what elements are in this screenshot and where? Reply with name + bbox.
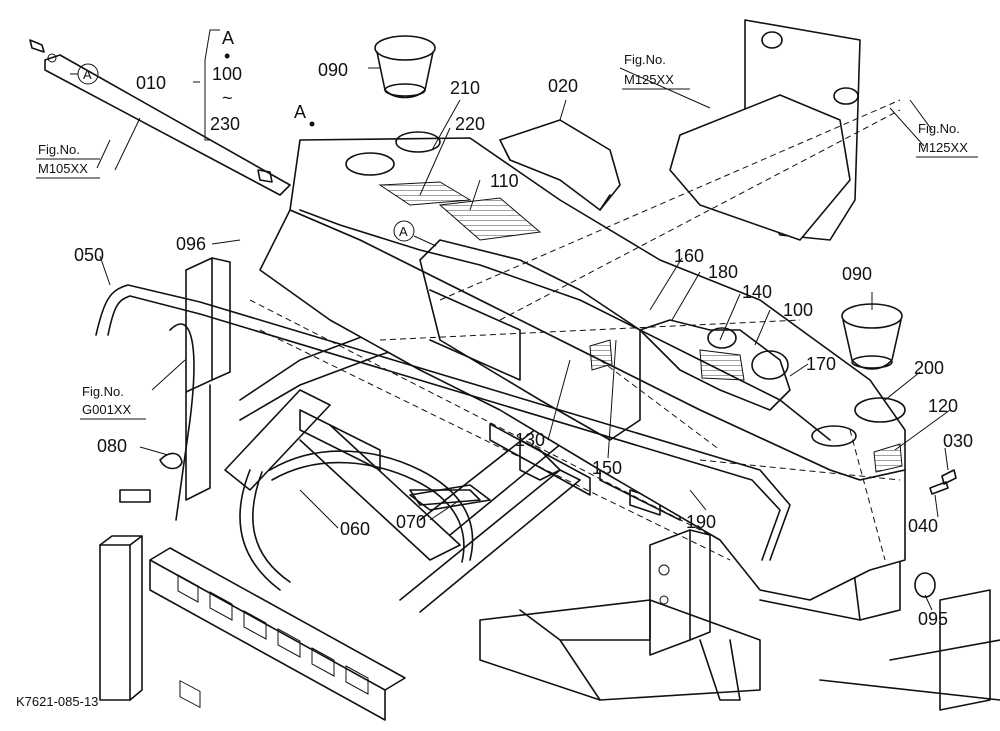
plug-095: [914, 572, 936, 598]
label-096: 096: [176, 234, 206, 254]
figref-m105-label: Fig.No.: [38, 142, 80, 157]
figref-m125-a-code: M125XX: [624, 72, 674, 87]
label-095: 095: [918, 609, 948, 629]
label-140: 140: [742, 282, 772, 302]
rail-050: [95, 284, 791, 561]
figref-g001-code: G001XX: [82, 402, 131, 417]
label-200: 200: [914, 358, 944, 378]
label-090-top: 090: [318, 60, 348, 80]
figref-m105-code: M105XX: [38, 161, 88, 176]
figref-m125-a: Fig.No. M125XX: [622, 52, 690, 90]
label-130: 130: [515, 430, 545, 450]
figref-m125-b-label: Fig.No.: [918, 121, 960, 136]
label-110: 110: [490, 171, 519, 191]
label-220: 220: [455, 114, 485, 134]
label-180: 180: [708, 262, 738, 282]
label-070: 070: [396, 512, 426, 532]
label-010: 010: [136, 73, 166, 93]
range-from: 100: [212, 64, 242, 84]
label-080: 080: [97, 436, 127, 456]
leader-lines: [96, 29, 951, 611]
label-150: 150: [592, 458, 622, 478]
figref-m125-a-label: Fig.No.: [624, 52, 666, 67]
figref-g001-label: Fig.No.: [82, 384, 124, 399]
range-tilde: ~: [222, 88, 233, 108]
cable-rod: [29, 39, 291, 196]
air-duct-panel: [669, 19, 861, 241]
range-to: 230: [210, 114, 240, 134]
label-090-right: 090: [842, 264, 872, 284]
figref-g001: Fig.No. G001XX: [80, 384, 146, 420]
point-a-text: A: [294, 102, 306, 122]
label-040: 040: [908, 516, 938, 536]
range-start: A: [222, 28, 234, 48]
label-120: 120: [928, 396, 958, 416]
label-050: 050: [74, 245, 104, 265]
drawing-code: K7621-085-13: [16, 694, 98, 709]
chassis-frame: [99, 257, 1000, 721]
range-dot: •: [224, 46, 230, 66]
figref-m105: Fig.No. M105XX: [36, 142, 100, 179]
label-020: 020: [548, 76, 578, 96]
callout-a-2: A: [393, 220, 437, 247]
label-190: 190: [686, 512, 716, 532]
part-labels: 010 020 030 040 050 060 070 080 090 090 …: [74, 60, 973, 629]
label-030: 030: [943, 431, 973, 451]
figref-m125-b: Fig.No. M125XX: [916, 121, 978, 158]
cup-holder-090-right: [841, 303, 903, 370]
figref-m125-b-code: M125XX: [918, 140, 968, 155]
range-list: A • 100 ~ 230: [210, 28, 242, 134]
callout-a-2-text: A: [399, 224, 408, 239]
callout-a-1: A: [70, 63, 99, 85]
top-cover-020: [499, 119, 621, 211]
label-060: 060: [340, 519, 370, 539]
label-210: 210: [450, 78, 480, 98]
callout-a-1-text: A: [83, 67, 92, 82]
cup-holder-090-top: [374, 35, 436, 99]
label-170: 170: [806, 354, 836, 374]
point-a: A: [294, 102, 315, 127]
hidden-lines: [249, 99, 901, 561]
label-100: 100: [783, 300, 813, 320]
bolt-030: [929, 469, 957, 495]
label-160: 160: [674, 246, 704, 266]
dashboard-panel: [259, 131, 906, 601]
